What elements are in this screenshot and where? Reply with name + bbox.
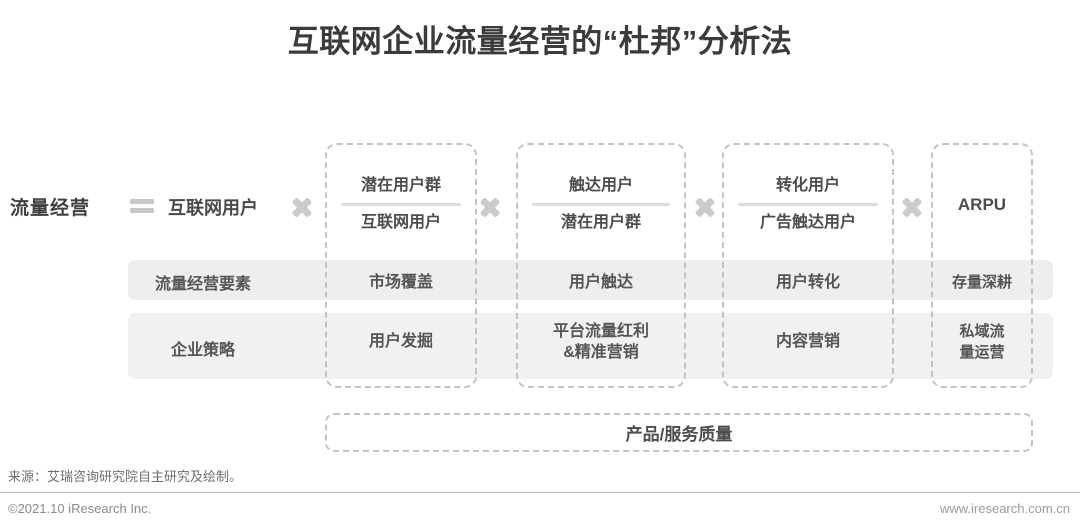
multiply-icon (899, 194, 925, 220)
multiply-icon (692, 194, 718, 220)
factor-column: 潜在用户群 互联网用户 市场覆盖 用户发掘 (325, 143, 477, 388)
fraction: 转化用户 广告触达用户 (724, 145, 892, 236)
cell-element: 市场覆盖 (368, 274, 433, 291)
cell-strategy: 私域流量运营 (959, 323, 1005, 361)
copyright-text: ©2021.10 iResearch Inc. (8, 501, 152, 516)
cell-strategy: 用户发掘 (368, 333, 433, 350)
fraction: 触达用户 潜在用户群 (518, 145, 684, 236)
factor-term: ARPU (957, 195, 1007, 214)
cell-element: 用户转化 (775, 274, 840, 291)
row-band-strategy (128, 313, 1053, 379)
cell-element: 用户触达 (568, 274, 633, 291)
cell-strategy: 平台流量红利&精准营销 (552, 323, 649, 361)
fraction-denominator: 广告触达用户 (759, 214, 856, 231)
multiply-icon (289, 194, 315, 220)
fraction-numerator: 转化用户 (775, 177, 840, 194)
cell-strategy: 内容营销 (775, 333, 840, 350)
factor-column: ARPU 存量深耕 私域流量运营 (931, 143, 1033, 388)
page-title: 互联网企业流量经营的“杜邦”分析法 (287, 24, 793, 59)
factor-column: 触达用户 潜在用户群 用户触达 平台流量红利&精准营销 (516, 143, 686, 388)
source-note: 来源：艾瑞咨询研究院自主研究及绘制。 (8, 469, 243, 484)
quality-bar: 产品/服务质量 (325, 413, 1033, 452)
factor-column: 转化用户 广告触达用户 用户转化 内容营销 (722, 143, 894, 388)
equals-icon (130, 199, 154, 213)
fraction-denominator: 互联网用户 (360, 214, 441, 231)
fraction-numerator: 触达用户 (568, 177, 633, 194)
multiply-icon (477, 194, 503, 220)
row-label-strategy: 企业策略 (170, 342, 235, 359)
row-label-elements: 流量经营要素 (154, 276, 251, 293)
quality-bar-label: 产品/服务质量 (625, 425, 733, 444)
row-band-elements (128, 260, 1053, 300)
website-link[interactable]: www.iresearch.com.cn (939, 501, 1070, 516)
root-term-label: 流量经营 (10, 198, 91, 219)
footer-divider (0, 492, 1080, 493)
fraction: 潜在用户群 互联网用户 (327, 145, 475, 236)
fraction-bar (738, 203, 878, 206)
cell-element: 存量深耕 (951, 274, 1012, 291)
fraction-bar (341, 203, 461, 206)
first-factor-label: 互联网用户 (168, 198, 258, 218)
fraction-bar (532, 203, 670, 206)
fraction-numerator: 潜在用户群 (360, 177, 441, 194)
fraction-denominator: 潜在用户群 (560, 214, 641, 231)
